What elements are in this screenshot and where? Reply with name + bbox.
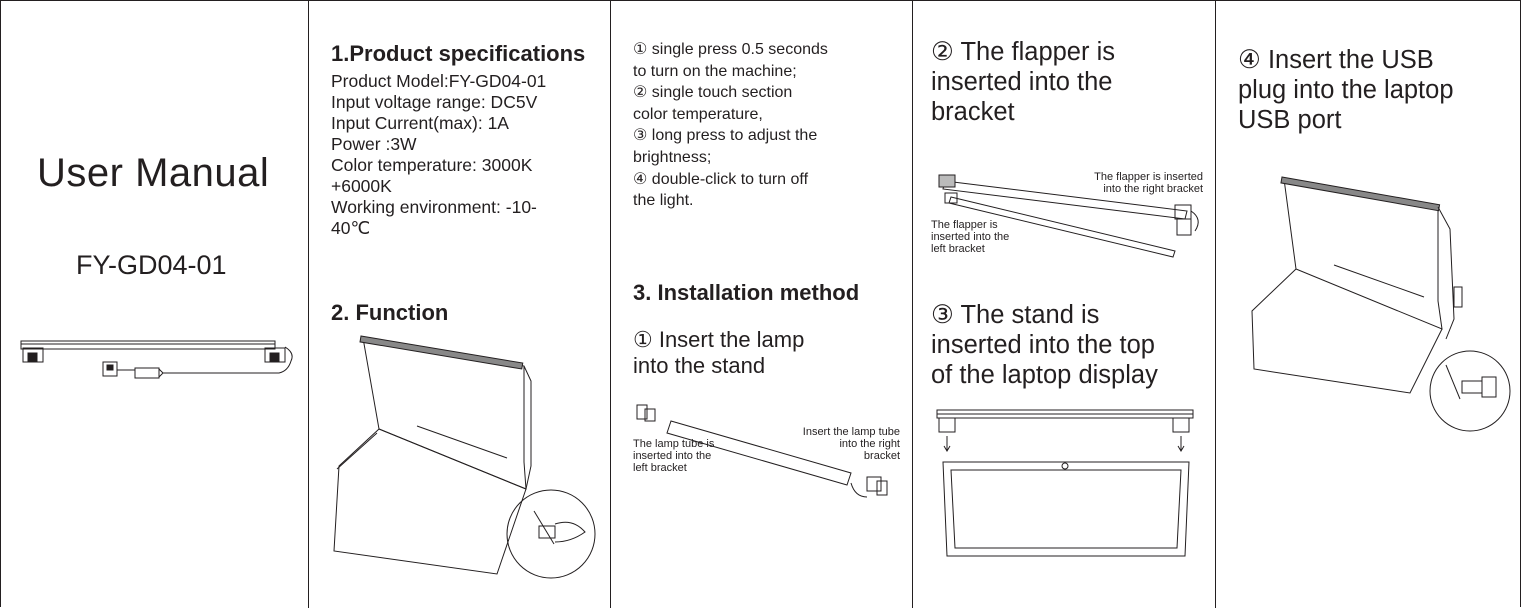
caption-line: left bracket [931,243,985,255]
spec-line: +6000K [331,176,392,196]
stand-on-display-illustration [927,406,1207,546]
function-line: the light. [633,192,694,210]
laptop-touch-illustration [319,326,599,586]
step3-line: inserted into the top [931,331,1155,359]
caption-flapper-right: The flapper is inserted into the right b… [1094,171,1203,195]
function-line: ② single touch section [633,84,793,102]
install-heading: 3. Installation method [633,280,860,305]
function-line: brightness; [633,148,712,166]
step2-text: ② The flapper is inserted into the brack… [931,37,1115,127]
lamp-into-stand-illustration [631,401,901,511]
step4-line: plug into the laptop [1238,76,1454,104]
step4-line: USB port [1238,106,1342,134]
function-line: color temperature, [633,105,763,123]
function-list: ① single press 0.5 seconds to turn on th… [633,39,828,212]
caption-line: The flapper is inserted [1094,171,1203,183]
step1-text: ① Insert the lamp into the stand [633,327,804,379]
step1-line: ① Insert the lamp [633,327,805,352]
function-line: ④ double-click to turn off [633,170,809,188]
step3-line: of the laptop display [931,361,1158,389]
spec-line: Power :3W [331,134,417,154]
caption-line: Insert the lamp tube [802,426,900,438]
function-heading: 2. Function [331,300,449,325]
step2-line: ② The flapper is [931,38,1115,66]
lamp-with-cable-illustration [15,333,305,393]
spec-line: 40℃ [331,218,371,238]
spec-list: Product Model:FY-GD04-01 Input voltage r… [331,71,546,239]
function-line: ③ long press to adjust the [633,127,818,145]
function-line: ① single press 0.5 seconds [633,41,828,58]
caption-left-bracket: The lamp tube is inserted into the left … [633,438,714,474]
caption-line: bracket [863,450,900,462]
caption-line: The lamp tube is [633,438,715,450]
caption-line: into the right bracket [1103,183,1203,195]
usb-plug-laptop-illustration [1224,169,1514,439]
step2-line: inserted into the [931,68,1113,96]
caption-line: inserted into the [633,450,712,462]
step3-text: ③ The stand is inserted into the top of … [931,300,1158,390]
caption-line: left bracket [633,462,687,474]
spec-line: Working environment: -10- [331,197,537,217]
specifications-panel: 1.Product specifications Product Model:F… [309,1,611,608]
spec-line: Input Current(max): 1A [331,113,509,133]
caption-line: into the right [839,438,900,450]
flapper-into-bracket-illustration [927,161,1202,281]
step1-line: into the stand [633,353,766,378]
function-install-panel: ① single press 0.5 seconds to turn on th… [611,1,913,608]
caption-flapper-left: The flapper is inserted into the left br… [931,219,1009,255]
caption-line: inserted into the [931,231,1010,243]
manual-title: User Manual [37,151,270,195]
spec-line: Color temperature: 3000K [331,155,533,175]
cover-panel: User Manual FY-GD04-01 [1,1,309,608]
step4-text: ④ Insert the USB plug into the laptop US… [1238,45,1454,135]
caption-line: The flapper is [931,219,998,231]
model-number: FY-GD04-01 [76,250,227,280]
step2-line: bracket [931,98,1015,126]
function-line: to turn on the machine; [633,62,797,80]
step4-panel: ④ Insert the USB plug into the laptop US… [1216,1,1521,608]
spec-heading: 1.Product specifications [331,41,586,66]
spec-line: Input voltage range: DC5V [331,92,538,112]
caption-right-bracket: Insert the lamp tube into the right brac… [803,426,900,462]
spec-line: Product Model:FY-GD04-01 [331,71,547,91]
step2-step3-panel: ② The flapper is inserted into the brack… [913,1,1216,608]
step4-line: ④ Insert the USB [1238,46,1434,74]
step3-line: ③ The stand is [931,301,1100,329]
